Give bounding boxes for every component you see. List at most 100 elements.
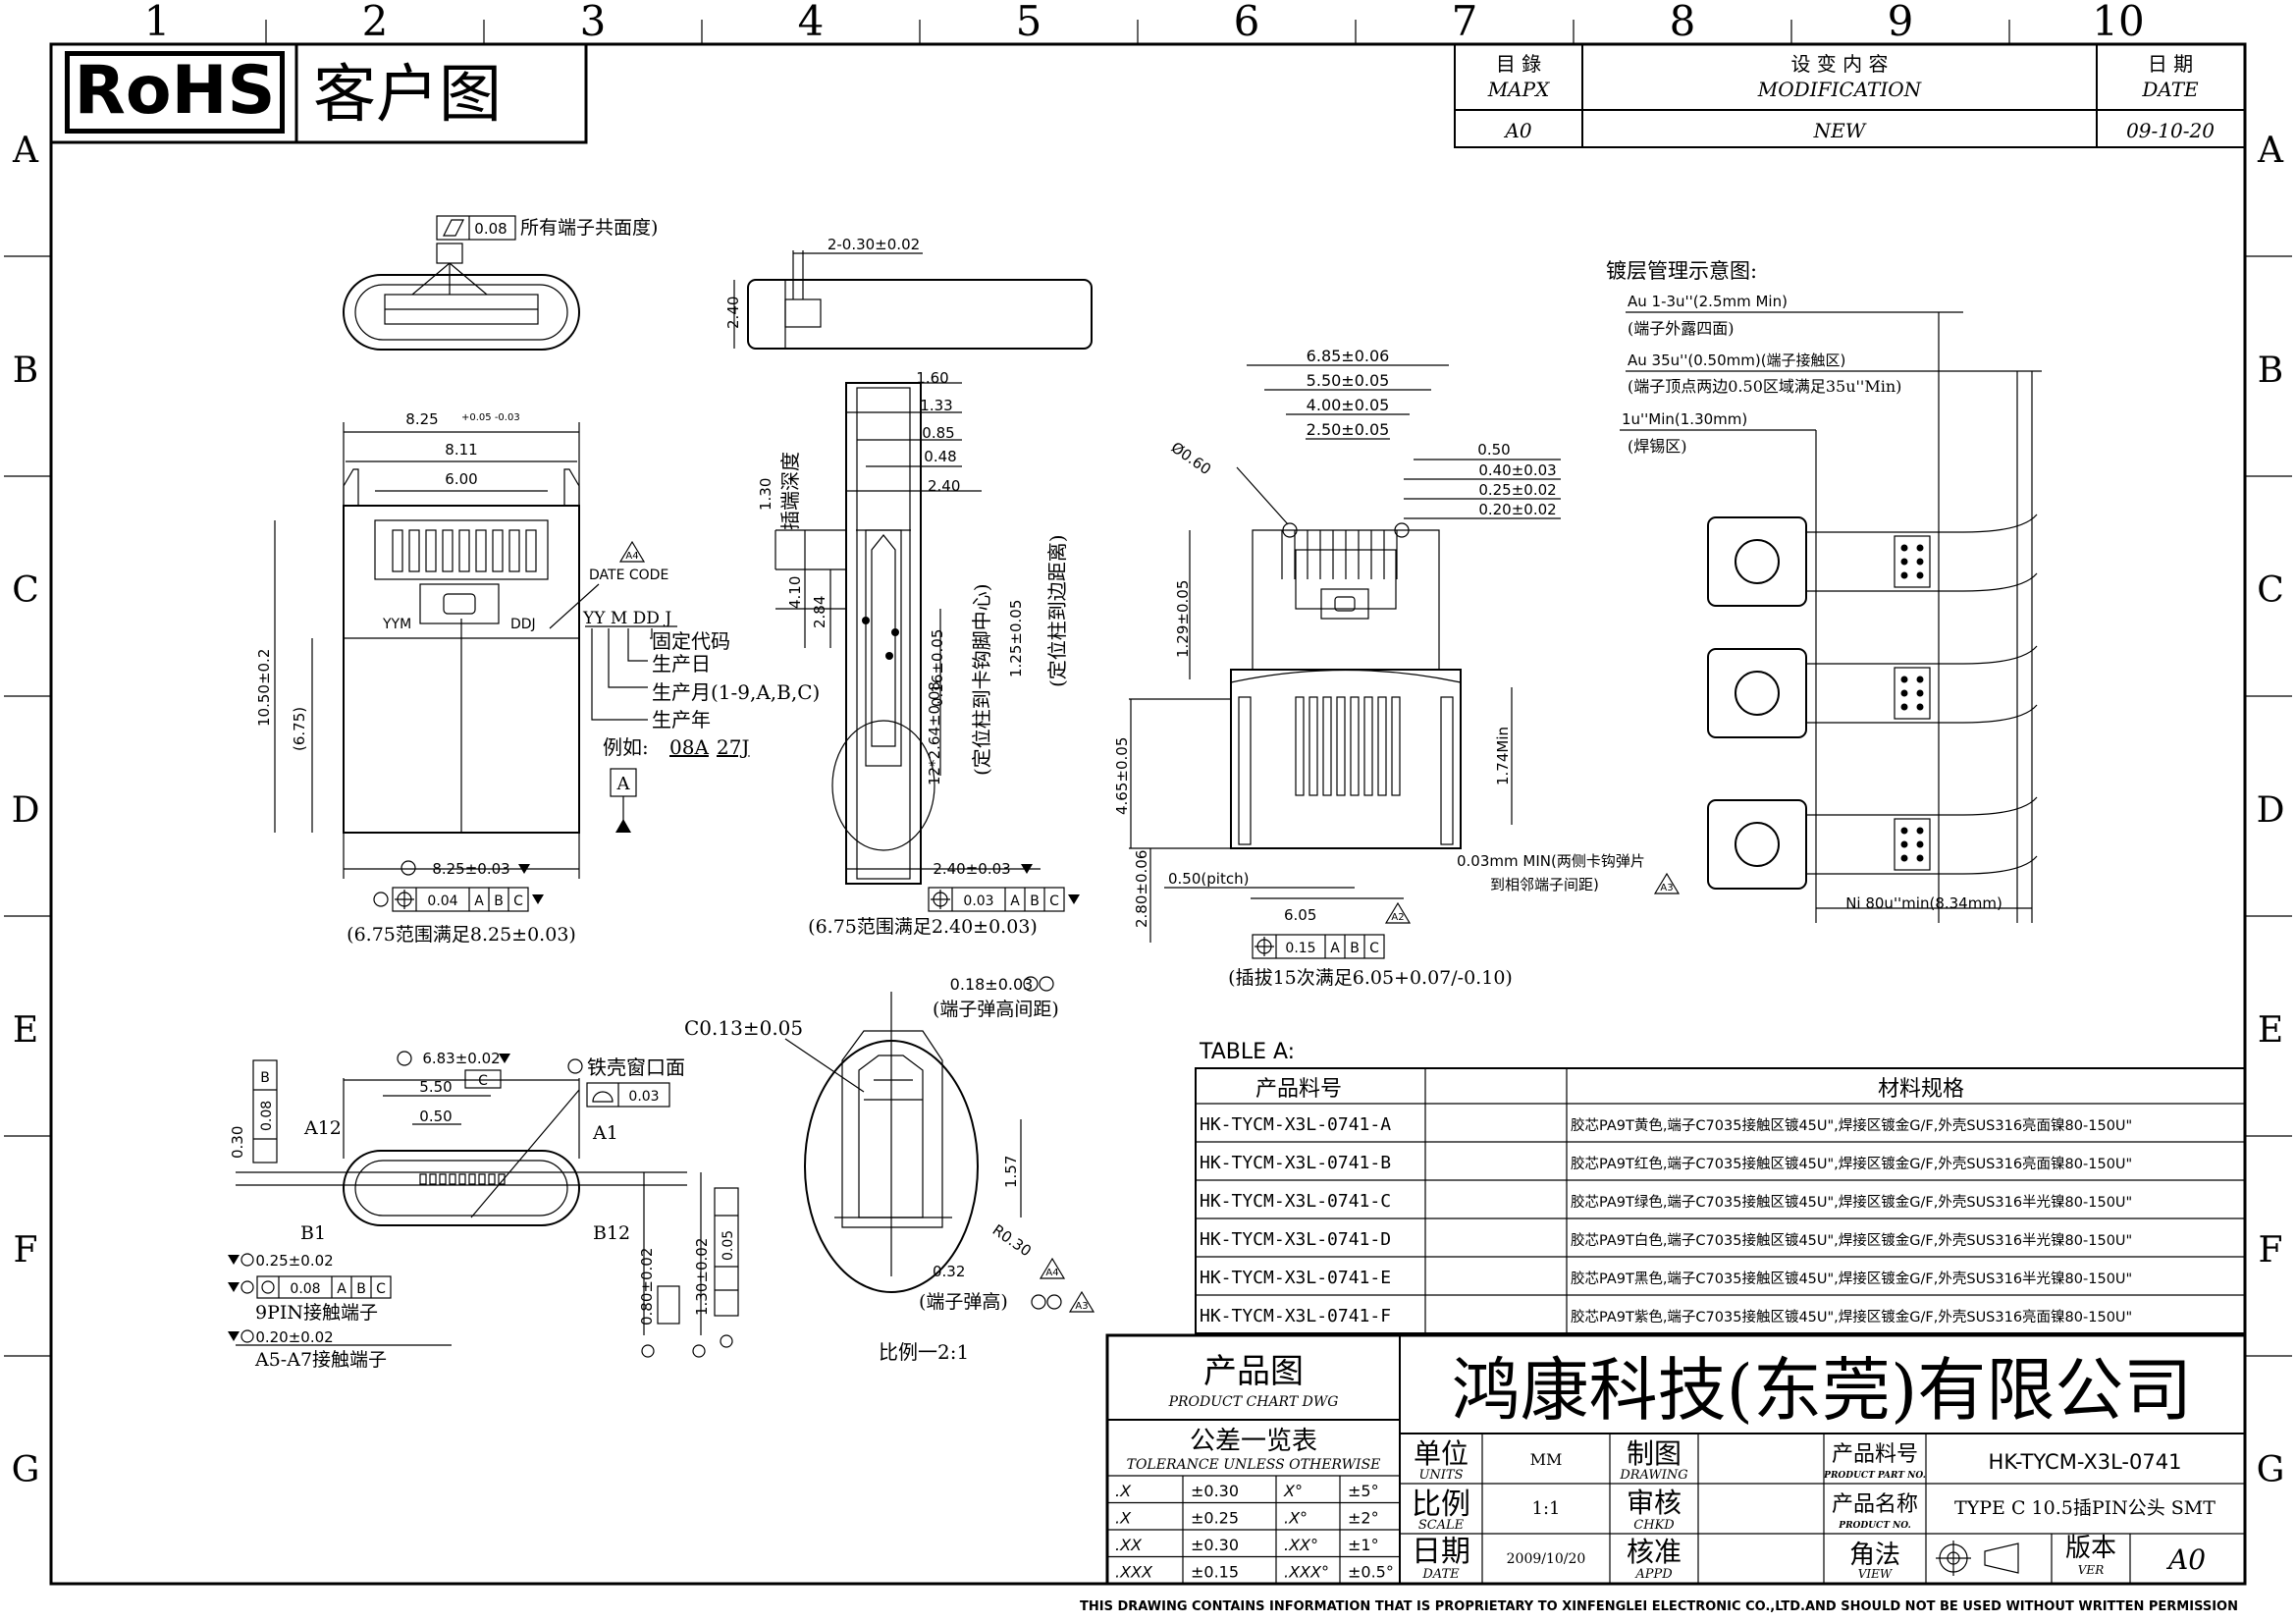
dim-2-84: 2.84 — [811, 596, 828, 628]
grid-col-4: 4 — [798, 0, 825, 45]
grid-row-D-right: D — [2257, 790, 2285, 831]
table-row-spec: 胶芯PA9T黄色,端子C7035接触区镀45U",焊接区镀金G/F,外壳SUS3… — [1571, 1117, 2132, 1134]
grid-col-3: 3 — [580, 0, 607, 45]
dim-2-50: 2.50±0.05 — [1307, 420, 1390, 439]
grid-row-F-left: F — [14, 1230, 38, 1271]
datum-a-ref: A — [337, 1281, 347, 1297]
table-row-part: HK-TYCM-X3L-0741-A — [1200, 1114, 1391, 1135]
grid-col-7: 7 — [1452, 0, 1478, 45]
drawing-cn: 制图 — [1627, 1437, 1682, 1470]
table-row-spec: 胶芯PA9T绿色,端子C7035接触区镀45U",焊接区镀金G/F,外壳SUS3… — [1571, 1194, 2132, 1211]
pos-frame-right: 0.15 A B C — [1252, 934, 1385, 959]
grid-col-8: 8 — [1670, 0, 1696, 45]
side-section-view: 1.60 1.33 0.85 0.48 2.40 1.30 插端深度 4.10 … — [757, 369, 1080, 938]
code-year: 生产年 — [652, 708, 711, 731]
pin-a1: A1 — [592, 1122, 618, 1144]
grid-row-A-left: A — [12, 131, 39, 171]
rev-col3-en: DATE — [2141, 78, 2199, 101]
pos-value-end: 0.08 — [290, 1281, 320, 1297]
example-label: 例如: — [603, 735, 649, 759]
code-letters: YY M DD J — [582, 609, 671, 628]
dim-12-264: 12*2.64±0.08 — [926, 681, 943, 785]
detail-circle — [831, 720, 935, 851]
code-fixed: 固定代码 — [652, 629, 730, 653]
unit-en: UNITS — [1418, 1468, 1463, 1483]
scale-cn: 比例 — [1412, 1488, 1470, 1522]
dim-0-60: Ø0.60 — [1168, 439, 1214, 479]
table-a-title: TABLE A: — [1199, 1040, 1295, 1064]
tag-a3: A3 — [1660, 883, 1673, 893]
tolerance-cell: ±0.15 — [1191, 1563, 1239, 1582]
grid-col-5: 5 — [1016, 0, 1042, 45]
coplanarity-note: 所有端子共面度) — [520, 217, 658, 239]
detail-section: 0.18±0.03 (端子弹高间距) C0.13±0.05 1.57 R0.30… — [684, 975, 1095, 1364]
grid-row-B-right: B — [2258, 351, 2283, 391]
partno-en: PRODUCT PART NO. — [1823, 1471, 1926, 1481]
datum-c-label: C — [478, 1073, 488, 1089]
date-en: DATE — [1421, 1567, 1460, 1582]
dim-10-50: 10.50±0.2 — [255, 649, 273, 727]
tol-cn: 公差一览表 — [1190, 1427, 1317, 1456]
dim-1-57: 1.57 — [1002, 1156, 1020, 1188]
plating-au2: Au 35u''(0.50mm)(端子接触区) — [1628, 352, 1845, 369]
plating-au1: Au 1-3u''(2.5mm Min) — [1628, 293, 1788, 310]
dim-0-50b: 0.50 — [419, 1108, 452, 1125]
tag-a2: A2 — [1391, 912, 1404, 923]
pitch-label: 0.50(pitch) — [1168, 870, 1249, 888]
chkd-cn: 审核 — [1627, 1487, 1682, 1519]
tolerance-cell: ±0.5° — [1348, 1563, 1394, 1582]
pos-value-right: 0.15 — [1285, 941, 1315, 956]
dim-2-40-bottom: 2.40±0.03 — [933, 860, 1010, 878]
name-en: PRODUCT NO. — [1838, 1521, 1910, 1531]
chart-cn: 产品图 — [1203, 1352, 1304, 1391]
dim-2-40: 2.40 — [928, 477, 960, 495]
code-month: 生产月(1-9,A,B,C) — [652, 680, 820, 704]
note-mid: (6.75范围满足2.40±0.03) — [808, 916, 1038, 938]
table-row-spec: 胶芯PA9T紫色,端子C7035接触区镀45U",焊接区镀金G/F,外壳SUS3… — [1571, 1309, 2132, 1325]
datum-c-ref: C — [1049, 893, 1059, 909]
datum-a-ref: A — [1010, 893, 1020, 909]
title-block: 产品图 PRODUCT CHART DWG 鸿康科技(东莞)有限公司 公差一览表… — [1105, 1333, 2247, 1586]
datum-c-ref: C — [513, 893, 523, 909]
date-code-label: DATE CODE — [589, 568, 668, 583]
dim-1-33: 1.33 — [920, 397, 952, 414]
unit-value: MM — [1530, 1450, 1563, 1469]
tolerance-cell: .X — [1115, 1509, 1132, 1528]
datum-b-ref: B — [1350, 941, 1360, 956]
plating-au2-note: (端子顶点两边0.50区域满足35u''Min) — [1628, 377, 1901, 396]
tolerance-cell: X° — [1283, 1482, 1303, 1500]
tolerance-cell: .XXX — [1115, 1563, 1153, 1582]
grid-row-G-right: G — [2257, 1450, 2285, 1490]
grid-row-F-right: F — [2259, 1230, 2283, 1271]
spring-height: (端子弹高) — [919, 1291, 1008, 1313]
datum-b-ref: B — [1030, 893, 1040, 909]
tol-en: TOLERANCE UNLESS OTHERWISE — [1127, 1457, 1381, 1473]
view-en: VIEW — [1858, 1567, 1894, 1581]
end-view-bottom: 6.83±0.02 C 5.50 0.50 铁壳窗口面 0.03 0.30 B … — [228, 1050, 739, 1371]
dim-4-10: 4.10 — [786, 576, 804, 609]
r0-30: R0.30 — [989, 1221, 1035, 1261]
plating-solder-note: (焊锡区) — [1628, 437, 1687, 456]
rev-date-value: 09-10-20 — [2126, 119, 2215, 142]
plating-ni: Ni 80u''min(8.34mm) — [1845, 894, 2002, 912]
grid-row-C-left: C — [12, 570, 39, 611]
datum-c-ref: C — [376, 1281, 386, 1297]
tolerance-cell: .XX° — [1284, 1536, 1318, 1554]
a5a7: A5-A7接触端子 — [254, 1349, 387, 1371]
label-yym: YYM — [382, 617, 411, 632]
date-value: 2009/10/20 — [1507, 1551, 1586, 1567]
dim-6-85: 6.85±0.06 — [1307, 347, 1390, 365]
projection-symbol-icon — [1936, 1541, 2019, 1576]
dim-0-18: 0.18±0.03 — [950, 975, 1034, 994]
dim-0-32: 0.32 — [933, 1263, 965, 1280]
pin-b1: B1 — [300, 1222, 326, 1244]
dim-6-05: 6.05 — [1284, 906, 1316, 924]
drawing-en: DRAWING — [1619, 1468, 1687, 1483]
nine-pin: 9PIN接触端子 — [255, 1302, 378, 1324]
front-view-right: 6.85±0.06 5.50±0.05 4.00±0.05 2.50±0.05 … — [1113, 347, 1681, 989]
dim-0-48: 0.48 — [924, 448, 956, 465]
dim-1-74: 1.74Min — [1494, 727, 1512, 785]
table-row-part: HK-TYCM-X3L-0741-C — [1200, 1191, 1391, 1212]
appd-en: APPD — [1634, 1567, 1673, 1582]
